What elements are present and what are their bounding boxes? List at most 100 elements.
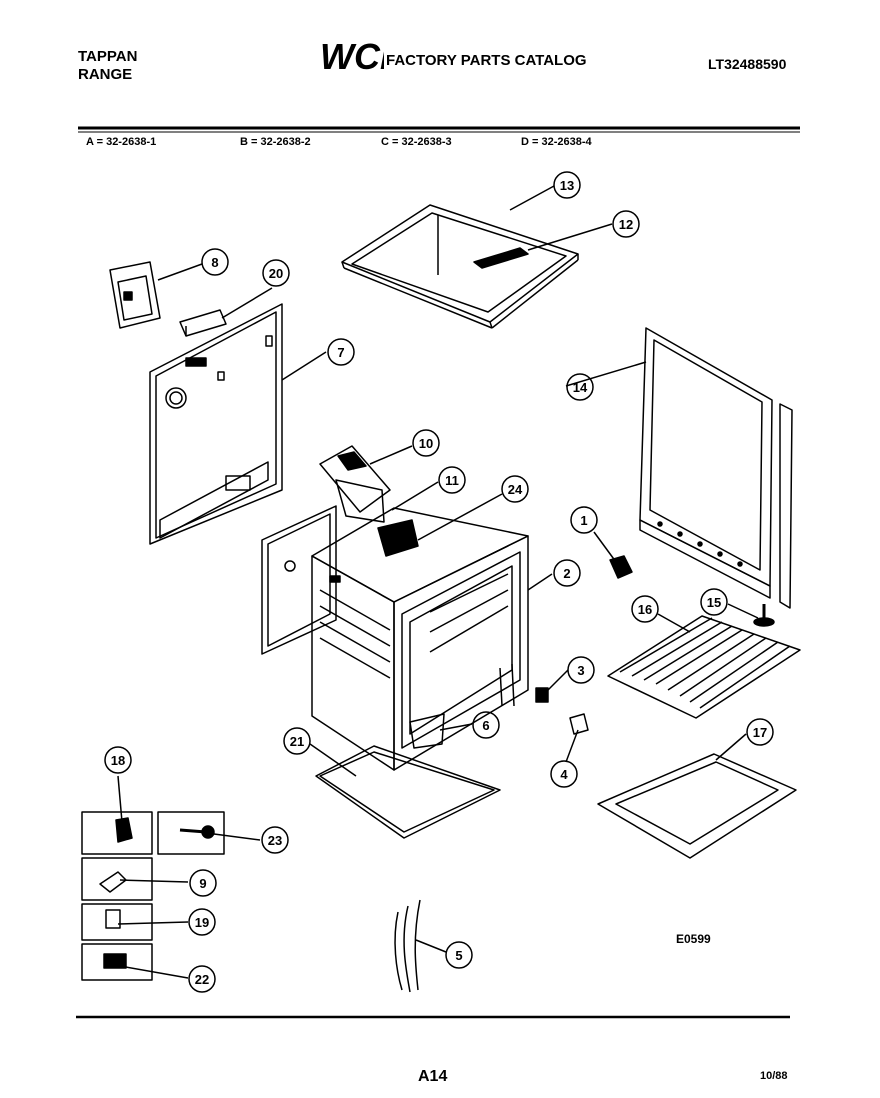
- vent-duct-part: [319, 445, 391, 523]
- svg-text:1: 1: [580, 513, 587, 528]
- leader-line: [527, 223, 613, 251]
- svg-text:13: 13: [560, 178, 574, 193]
- model-d: D = 32-2638-4: [521, 136, 592, 148]
- callout-15: 15: [700, 588, 728, 616]
- callout-12: 12: [612, 210, 640, 238]
- hinge-bracket-part: [409, 713, 445, 749]
- svg-text:20: 20: [269, 266, 283, 281]
- callout-2: 2: [553, 559, 581, 587]
- switch-part: [535, 687, 549, 703]
- svg-text:3: 3: [577, 663, 584, 678]
- svg-text:9: 9: [199, 876, 206, 891]
- leader-line: [593, 531, 617, 563]
- callout-23: 23: [261, 826, 289, 854]
- svg-text:19: 19: [195, 915, 209, 930]
- broiler-pan-part: [597, 753, 797, 859]
- leader-line: [117, 921, 189, 925]
- bracket-part: [179, 309, 227, 337]
- callout-13: 13: [553, 171, 581, 199]
- oven-door-part: [639, 327, 793, 609]
- svg-text:6: 6: [482, 718, 489, 733]
- figure-code: E0599: [676, 932, 711, 946]
- leader-line: [565, 361, 647, 387]
- svg-text:21: 21: [290, 734, 304, 749]
- catalog-number: LT32488590: [708, 56, 787, 72]
- callout-6: 6: [472, 711, 500, 739]
- leader-line: [727, 603, 759, 619]
- cooktop-part: [341, 204, 579, 329]
- svg-text:14: 14: [573, 380, 588, 395]
- leader-line: [213, 833, 261, 841]
- svg-text:17: 17: [753, 725, 767, 740]
- leader-line: [391, 481, 439, 511]
- catalog-title: FACTORY PARTS CATALOG: [386, 52, 587, 69]
- leader-line: [715, 733, 747, 761]
- callout-1: 1: [570, 506, 598, 534]
- model-c: C = 32-2638-3: [381, 136, 452, 148]
- leader-line: [527, 573, 553, 591]
- leader-line: [117, 775, 123, 823]
- leader-line: [309, 743, 357, 777]
- wci-logo: WCI: [320, 38, 384, 74]
- callout-14: 14: [566, 373, 594, 401]
- svg-text:11: 11: [445, 473, 459, 488]
- brand-line-1: TAPPAN: [78, 48, 138, 65]
- svg-text:10: 10: [419, 436, 433, 451]
- leader-line: [119, 879, 189, 883]
- control-box-part: [109, 261, 161, 329]
- callout-16: 16: [631, 595, 659, 623]
- svg-text:5: 5: [455, 948, 462, 963]
- side-panel-part: [261, 505, 337, 655]
- leader-line: [119, 965, 189, 979]
- brand-block: TAPPAN RANGE: [78, 48, 137, 84]
- callout-18: 18: [104, 746, 132, 774]
- leader-line: [439, 723, 473, 731]
- callout-21: 21: [283, 727, 311, 755]
- leader-line: [565, 729, 579, 763]
- wire-harness-part: [394, 899, 421, 993]
- leveler-part: [753, 604, 775, 627]
- callout-22: 22: [188, 965, 216, 993]
- callout-5: 5: [445, 941, 473, 969]
- svg-text:16: 16: [638, 602, 652, 617]
- oven-body-part: [311, 507, 529, 771]
- leader-line: [281, 351, 327, 381]
- svg-text:4: 4: [560, 767, 568, 782]
- leader-line: [545, 669, 569, 693]
- callout-11: 11: [438, 466, 466, 494]
- svg-text:2: 2: [563, 566, 570, 581]
- callout-8: 8: [201, 248, 229, 276]
- svg-text:15: 15: [707, 595, 721, 610]
- callout-9: 9: [189, 869, 217, 897]
- leader-line: [369, 445, 413, 465]
- clip-part: [569, 713, 589, 735]
- leader-line: [509, 185, 555, 211]
- svg-text:8: 8: [211, 255, 218, 270]
- model-a: A = 32-2638-1: [86, 136, 157, 148]
- model-b: B = 32-2638-2: [240, 136, 311, 148]
- callout-19: 19: [188, 908, 216, 936]
- callout-20: 20: [262, 259, 290, 287]
- small-parts-boxes: [81, 811, 225, 981]
- svg-text:23: 23: [268, 833, 282, 848]
- brand-line-2: RANGE: [78, 66, 133, 83]
- leader-line: [157, 263, 203, 281]
- callout-17: 17: [746, 718, 774, 746]
- oven-rack-part: [607, 615, 801, 719]
- svg-text:18: 18: [111, 753, 125, 768]
- svg-text:12: 12: [619, 217, 633, 232]
- leader-line: [417, 493, 503, 541]
- leader-line: [415, 939, 447, 953]
- leader-line: [657, 613, 691, 633]
- callout-4: 4: [550, 760, 578, 788]
- callout-7: 7: [327, 338, 355, 366]
- callout-10: 10: [412, 429, 440, 457]
- date-code: 10/88: [760, 1070, 788, 1082]
- leader-line: [221, 287, 273, 319]
- logo-text: WCI: [320, 38, 384, 74]
- svg-text:7: 7: [337, 345, 344, 360]
- bottom-pan-part: [315, 745, 501, 839]
- page-number: A14: [418, 1068, 448, 1085]
- callout-3: 3: [567, 656, 595, 684]
